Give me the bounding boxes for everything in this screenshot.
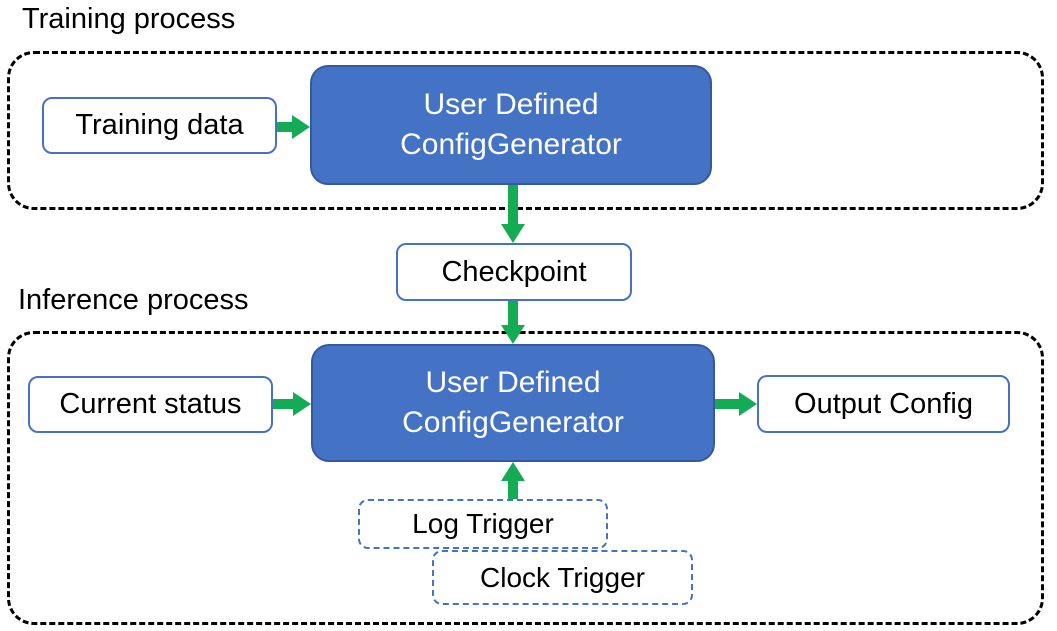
log-trigger-box: Log Trigger bbox=[358, 499, 608, 549]
arrow-shaft bbox=[715, 399, 740, 409]
arrow-shaft bbox=[508, 481, 518, 499]
arrow-generator-to-checkpoint bbox=[501, 185, 525, 243]
arrow-head-right-icon bbox=[292, 115, 310, 139]
arrow-training-data-to-generator bbox=[277, 115, 310, 139]
clock-trigger-box: Clock Trigger bbox=[432, 550, 693, 605]
checkpoint-box: Checkpoint bbox=[396, 243, 632, 301]
arrow-generator-to-output-config bbox=[715, 392, 757, 416]
arrow-shaft bbox=[508, 301, 518, 325]
arrow-triggers-to-generator bbox=[501, 462, 525, 499]
arrow-shaft bbox=[277, 122, 293, 132]
inference-process-label: Inference process bbox=[18, 284, 249, 316]
arrow-head-right-icon bbox=[739, 392, 757, 416]
arrow-checkpoint-to-inference-generator bbox=[501, 301, 525, 344]
arrow-head-up-icon bbox=[501, 462, 525, 481]
output-config-box: Output Config bbox=[757, 375, 1010, 433]
arrow-head-down-icon bbox=[501, 224, 525, 243]
inference-process-container bbox=[7, 331, 1044, 625]
arrow-shaft bbox=[273, 399, 294, 409]
training-config-generator-box: User Defined ConfigGenerator bbox=[310, 65, 712, 185]
inference-config-generator-box: User Defined ConfigGenerator bbox=[311, 344, 715, 462]
current-status-box: Current status bbox=[28, 376, 273, 433]
training-data-box: Training data bbox=[42, 97, 277, 154]
training-process-container bbox=[7, 51, 1044, 210]
arrow-current-status-to-generator bbox=[273, 392, 311, 416]
arrow-shaft bbox=[508, 185, 518, 224]
arrow-head-right-icon bbox=[293, 392, 311, 416]
arrow-head-down-icon bbox=[501, 325, 525, 344]
training-process-label: Training process bbox=[22, 3, 236, 35]
